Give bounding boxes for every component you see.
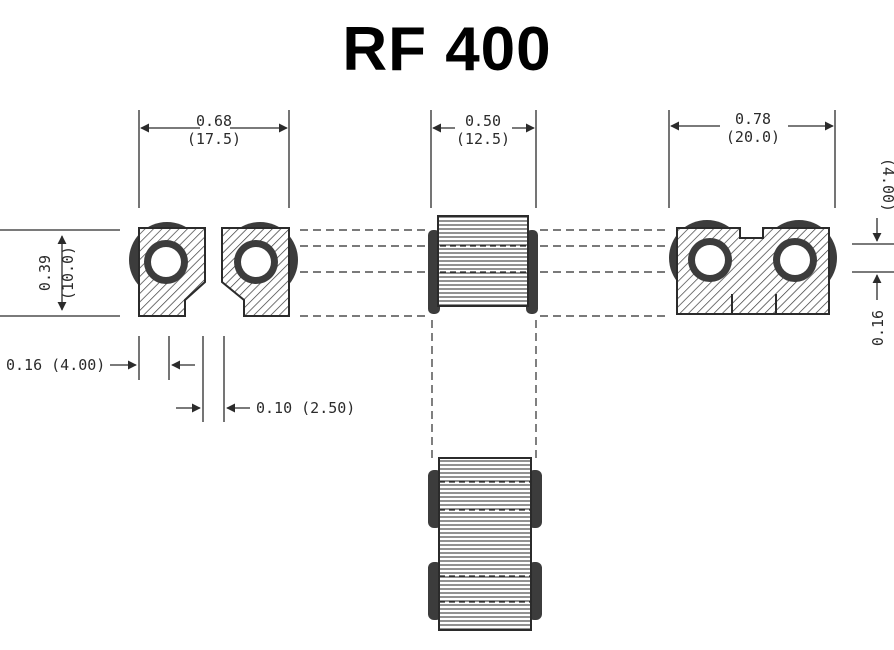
right-view-right-bore <box>780 245 810 275</box>
bottom-view <box>428 457 542 631</box>
projection-lines <box>300 229 670 460</box>
height-in: 0.39 <box>36 255 54 291</box>
middle-width-in: 0.50 <box>465 112 501 130</box>
left-bore <box>151 247 181 277</box>
right-bore <box>241 247 271 277</box>
middle-view <box>428 110 538 314</box>
slot-width: 0.10 (2.50) <box>256 399 355 417</box>
left-view <box>0 110 298 422</box>
left-width-in: 0.68 <box>196 112 232 130</box>
plan-body <box>438 457 532 631</box>
left-edge-offset: 0.16 (4.00) <box>6 356 105 374</box>
right-width-in: 0.78 <box>735 110 771 128</box>
right-view <box>668 110 894 315</box>
side-body <box>437 215 529 307</box>
right-view-left-bore <box>695 245 725 275</box>
right-bottom-offset: 0.16 <box>869 310 887 346</box>
right-top-offset: (4.00) <box>879 158 894 212</box>
right-width-mm: (20.0) <box>726 128 780 146</box>
left-width-mm: (17.5) <box>187 130 241 148</box>
height-mm: (10.0) <box>59 246 77 300</box>
middle-width-mm: (12.5) <box>456 130 510 148</box>
diagram-title: RF 400 <box>342 15 552 84</box>
